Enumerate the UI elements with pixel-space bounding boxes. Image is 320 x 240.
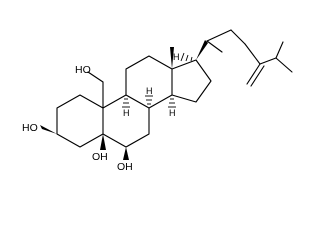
c8-h-hash bbox=[145, 95, 153, 105]
molecule-drawing: HO HO OH OH H H H H bbox=[22, 29, 293, 173]
c24-c25-bond bbox=[259, 57, 277, 65]
c17-h-hash bbox=[180, 52, 193, 62]
ring-b bbox=[102, 94, 150, 148]
c25-c27-bond bbox=[275, 57, 293, 73]
ring-d bbox=[171, 59, 212, 103]
ring-c bbox=[125, 55, 173, 109]
c8-hydrogen-label: H bbox=[146, 86, 153, 96]
c14-h-hash bbox=[168, 98, 176, 108]
c6-hydroxyl-label: OH bbox=[117, 161, 133, 173]
bonds bbox=[40, 29, 293, 160]
c17-hydrogen-label: H bbox=[173, 52, 180, 62]
atom-labels: HO HO OH OH H H H H bbox=[22, 52, 180, 173]
c25-c26-bond bbox=[275, 41, 284, 59]
c18-methyl-wedge bbox=[170, 47, 174, 69]
c19-hydroxyl-label: HO bbox=[75, 64, 91, 76]
methylene-double-bond bbox=[250, 65, 265, 87]
hashed-bonds bbox=[122, 52, 193, 108]
c20-c22-bond bbox=[206, 29, 232, 42]
c3-hydroxyl-label: HO bbox=[22, 122, 38, 134]
c6-oh-wedge bbox=[123, 147, 129, 160]
c19-o-bond bbox=[87, 71, 104, 83]
c3-oh-wedge bbox=[40, 125, 57, 134]
c9-hydrogen-label: H bbox=[123, 108, 130, 118]
c5-hydroxyl-label: OH bbox=[92, 151, 108, 163]
c9-h-hash bbox=[122, 98, 130, 108]
structure-diagram: HO HO OH OH H H H H bbox=[22, 29, 293, 173]
c20-wedge bbox=[196, 40, 208, 60]
c22-c23-bond bbox=[230, 29, 246, 45]
methylene-bond bbox=[246, 63, 261, 85]
c20-c21-bond bbox=[206, 40, 223, 53]
c5-oh-wedge bbox=[100, 134, 106, 150]
c23-c24-bond bbox=[244, 43, 261, 65]
c14-hydrogen-label: H bbox=[169, 108, 176, 118]
ring-a bbox=[56, 94, 104, 148]
